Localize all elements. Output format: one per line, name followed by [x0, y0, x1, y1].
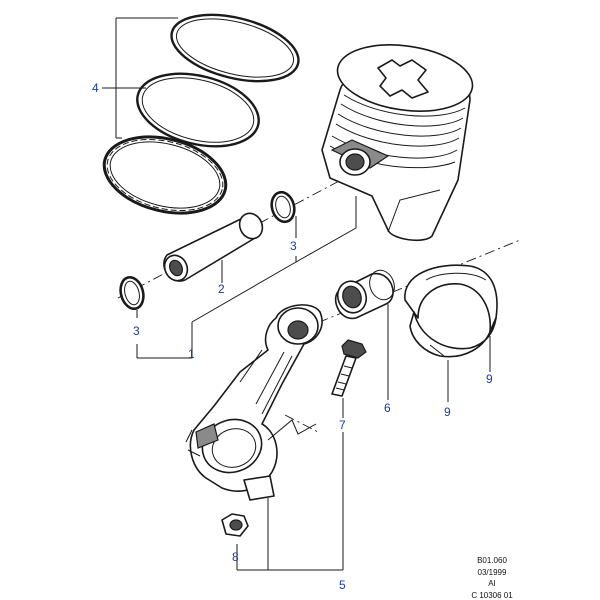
callout-5: 5: [339, 578, 346, 592]
center-lines: [117, 169, 521, 433]
callout-7: 7: [339, 418, 346, 432]
bearing-shell-lower[interactable]: [409, 311, 497, 358]
connecting-rod[interactable]: [185, 304, 323, 501]
piston-pin-axis: [117, 169, 361, 299]
ref-drawing-number: C 10306 01: [471, 591, 513, 600]
leader-lines: [102, 17, 491, 571]
callout-9-right: 9: [486, 372, 493, 386]
piston[interactable]: [321, 37, 477, 242]
piston-ring-oil[interactable]: [96, 125, 234, 225]
connecting-rod-bolt[interactable]: [331, 339, 367, 397]
callout-labels: 4 3 2 3 1 7 6 9 9 8 5: [92, 81, 493, 592]
rod-cap-bolt-boss: [243, 475, 275, 501]
callout-3-left: 3: [133, 324, 140, 338]
ref-ai: AI: [488, 579, 496, 588]
callout-4: 4: [92, 81, 99, 95]
callout-8: 8: [232, 550, 239, 564]
small-end-bush[interactable]: [333, 267, 398, 319]
piston-crown-recess: [377, 59, 429, 99]
reference-block: B01.060 03/1999 AI C 10306 01: [471, 556, 513, 600]
piston-pin[interactable]: [161, 210, 267, 285]
piston-rings[interactable]: [96, 3, 305, 225]
callout-9-left: 9: [444, 405, 451, 419]
callout-3-right: 3: [290, 239, 297, 253]
piston-ring-top[interactable]: [165, 3, 306, 93]
circlip-right[interactable]: [268, 190, 297, 225]
lower-axis-fragment: [284, 414, 319, 433]
ref-date: 03/1999: [478, 568, 507, 577]
ref-code: B01.060: [477, 556, 507, 565]
circlip-left[interactable]: [117, 275, 147, 312]
piston-ring-middle[interactable]: [130, 62, 267, 158]
bearing-shells[interactable]: [404, 264, 498, 358]
big-end-eye: [201, 418, 263, 474]
connecting-rod-nut[interactable]: [221, 513, 249, 537]
callout-2: 2: [218, 282, 225, 296]
bearing-shell-upper[interactable]: [404, 264, 498, 333]
callout-1: 1: [188, 347, 195, 361]
callout-6: 6: [384, 401, 391, 415]
